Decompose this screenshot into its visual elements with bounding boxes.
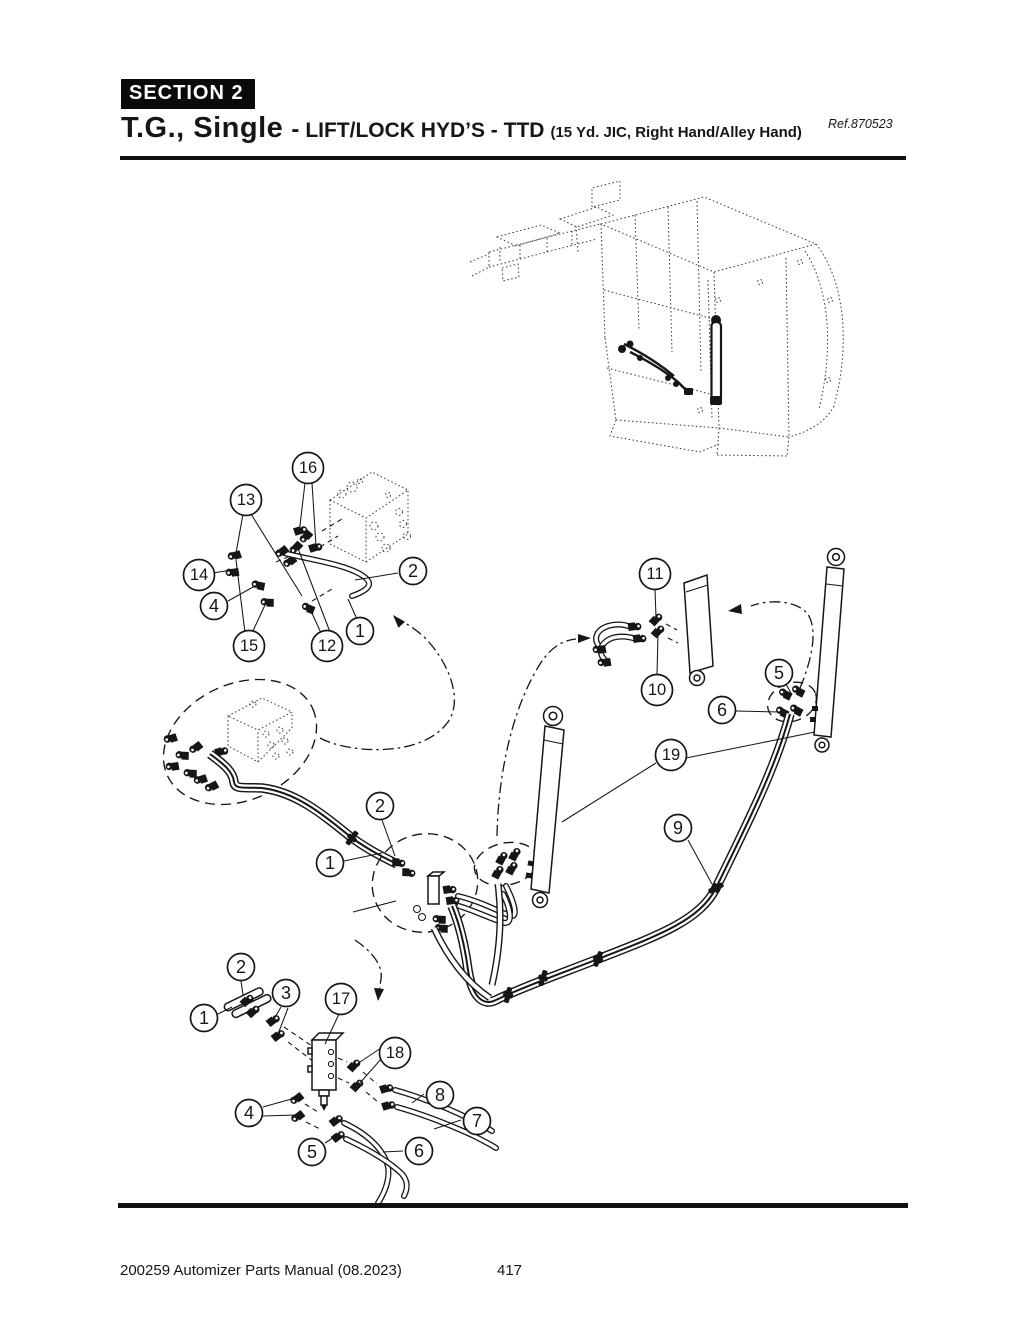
callout-10: 10 xyxy=(640,673,674,707)
svg-text:1: 1 xyxy=(355,621,365,641)
svg-text:2: 2 xyxy=(236,957,246,977)
callout-6: 6 xyxy=(404,1136,434,1166)
svg-text:3: 3 xyxy=(281,983,291,1003)
svg-text:16: 16 xyxy=(299,459,317,477)
svg-text:9: 9 xyxy=(673,818,683,838)
svg-text:4: 4 xyxy=(209,596,219,616)
callout-3: 3 xyxy=(271,978,301,1008)
fittings-group-a xyxy=(224,518,343,617)
long-hose-run xyxy=(430,712,795,1007)
svg-text:4: 4 xyxy=(244,1103,254,1123)
svg-text:15: 15 xyxy=(240,637,258,655)
title-separator: - xyxy=(291,116,300,143)
callout-6: 6 xyxy=(707,695,737,725)
callout-4: 4 xyxy=(199,591,229,621)
section-label: SECTION 2 xyxy=(121,79,255,109)
fittings-group-e xyxy=(288,1057,396,1144)
svg-text:7: 7 xyxy=(472,1111,482,1131)
callout-12: 12 xyxy=(310,629,344,663)
callout-2: 2 xyxy=(365,791,395,821)
callout-1: 1 xyxy=(315,848,345,878)
svg-text:6: 6 xyxy=(414,1141,424,1161)
reference-arrows xyxy=(319,601,814,1001)
callout-8: 8 xyxy=(425,1080,455,1110)
callout-16: 16 xyxy=(291,451,325,485)
callout-9: 9 xyxy=(663,813,693,843)
callout-7: 7 xyxy=(462,1106,492,1136)
svg-text:14: 14 xyxy=(190,566,208,584)
truck-hydraulics-highlight xyxy=(618,315,723,405)
callout-13: 13 xyxy=(229,483,263,517)
valve-bank-a-illustration xyxy=(329,471,411,563)
svg-text:19: 19 xyxy=(662,746,680,764)
svg-text:5: 5 xyxy=(774,663,784,683)
svg-text:2: 2 xyxy=(408,561,418,581)
page-number: 417 xyxy=(497,1262,523,1279)
svg-text:8: 8 xyxy=(435,1085,445,1105)
svg-text:1: 1 xyxy=(199,1008,209,1028)
page-title: T.G., Single-LIFT/LOCK HYD’S - TTD (15 Yd… xyxy=(121,112,802,145)
tube-assembly-e xyxy=(223,987,315,1063)
callout-5: 5 xyxy=(297,1137,327,1167)
svg-text:6: 6 xyxy=(717,700,727,720)
truck-overview-illustration xyxy=(469,180,844,457)
callout-15: 15 xyxy=(232,629,266,663)
svg-text:11: 11 xyxy=(646,565,663,583)
hose-assembly-a xyxy=(273,544,372,599)
callout-5: 5 xyxy=(764,658,794,688)
callout-2: 2 xyxy=(226,952,256,982)
callout-1: 1 xyxy=(345,616,375,646)
lock-hoses-group xyxy=(591,612,679,668)
manifold-block-e xyxy=(307,1032,345,1111)
svg-text:5: 5 xyxy=(307,1142,317,1162)
callout-4: 4 xyxy=(234,1098,264,1128)
lift-cylinder-illustration xyxy=(525,705,565,909)
tube-bundle-b xyxy=(207,750,400,869)
callout-18: 18 xyxy=(378,1036,412,1070)
callout-11: 11 xyxy=(638,557,672,591)
lock-cylinder-illustration xyxy=(683,573,714,687)
callout-14: 14 xyxy=(182,558,216,592)
svg-text:2: 2 xyxy=(375,796,385,816)
svg-text:12: 12 xyxy=(318,637,336,655)
header-rule xyxy=(120,156,906,160)
svg-text:13: 13 xyxy=(237,491,255,509)
leader-lines xyxy=(212,482,816,1153)
svg-text:1: 1 xyxy=(325,853,335,873)
svg-text:18: 18 xyxy=(386,1044,404,1062)
junction-detail-ellipse xyxy=(371,833,518,935)
footer-manual-info: 200259 Automizer Parts Manual (08.2023) xyxy=(120,1262,402,1279)
title-sub: LIFT/LOCK HYD’S - TTD xyxy=(305,119,545,142)
callout-2: 2 xyxy=(398,556,428,586)
right-lift-cylinder-illustration xyxy=(810,547,846,753)
ref-number: Ref.870523 xyxy=(828,117,893,131)
title-detail: (15 Yd. JIC, Right Hand/Alley Hand) xyxy=(550,124,802,141)
callout-17: 17 xyxy=(324,982,358,1016)
svg-text:17: 17 xyxy=(332,990,350,1008)
callout-19: 19 xyxy=(654,738,688,772)
svg-text:10: 10 xyxy=(648,681,666,699)
title-main: T.G., Single xyxy=(121,112,284,144)
valve-detail-ellipse xyxy=(162,678,318,806)
footer-rule xyxy=(118,1203,908,1208)
callout-1: 1 xyxy=(189,1003,219,1033)
